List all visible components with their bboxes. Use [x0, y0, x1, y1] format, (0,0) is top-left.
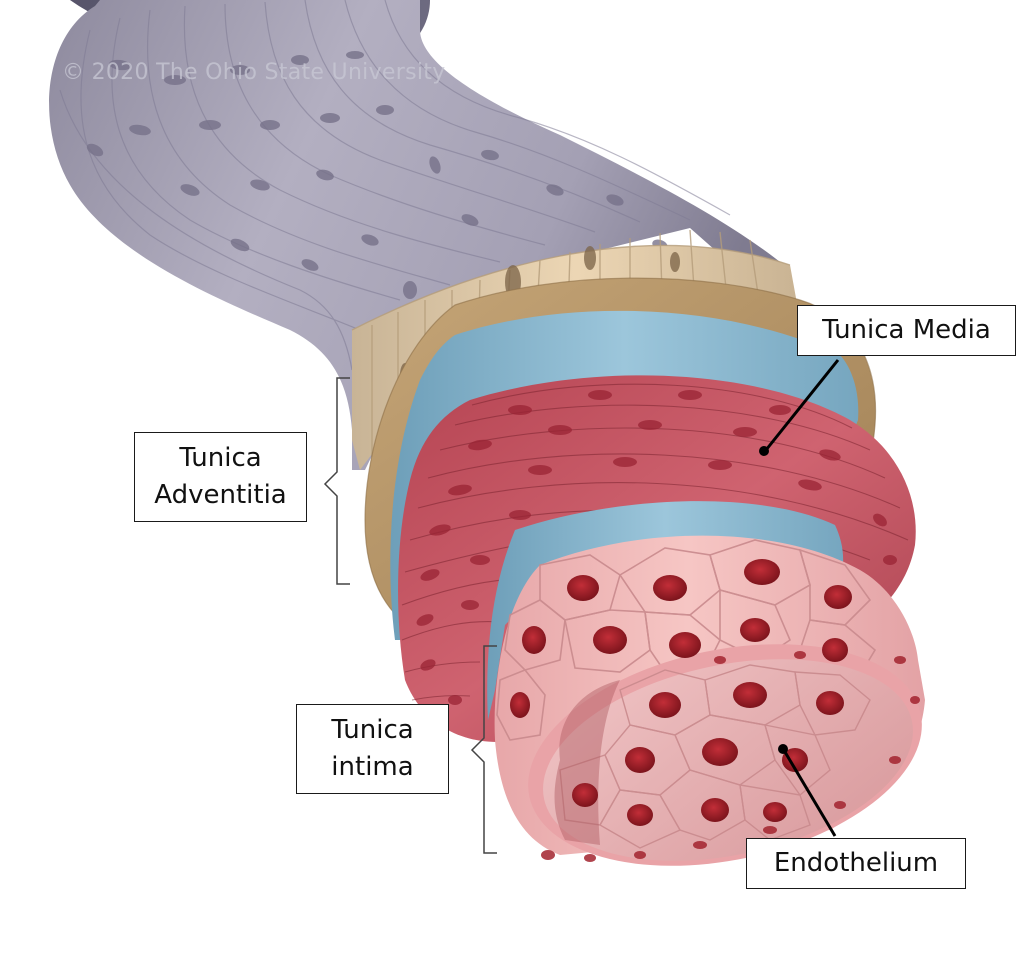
- media-leader-line: [764, 359, 840, 451]
- lumen-shadow: [554, 680, 620, 845]
- tunica-media-label-text: Tunica Media: [822, 315, 991, 345]
- copyright-watermark: © 2020 The Ohio State University: [62, 60, 446, 85]
- media-leader-dot: [759, 446, 769, 456]
- outer-layer-tube: [49, 0, 793, 470]
- endothelium-label-text: Endothelium: [773, 848, 939, 878]
- endothelium-leader-line: [783, 751, 837, 837]
- outer-layer-nuclei: [86, 51, 668, 299]
- intima-bracket: [470, 645, 497, 854]
- adventitia-bracket: [323, 377, 350, 585]
- tunica-media-label: Tunica Media: [797, 305, 1016, 356]
- tunica-adventitia-label-line1: Tunica: [179, 443, 262, 473]
- tunica-media-fibers: [401, 383, 909, 701]
- endothelium-leader-dot: [778, 744, 788, 754]
- tunica-adventitia-label: Tunica Adventitia: [134, 432, 307, 522]
- tunica-adventitia-label-line2: Adventitia: [154, 480, 287, 510]
- tunica-intima-label-line2: intima: [331, 752, 414, 782]
- rim-nuclei: [541, 651, 920, 862]
- tunica-intima-label-line1: Tunica: [331, 715, 414, 745]
- endothelial-nuclei: [510, 559, 852, 826]
- endothelium-label: Endothelium: [746, 838, 966, 889]
- tunica-intima-label: Tunica intima: [296, 704, 449, 794]
- lumen-inner-cells: [559, 664, 871, 849]
